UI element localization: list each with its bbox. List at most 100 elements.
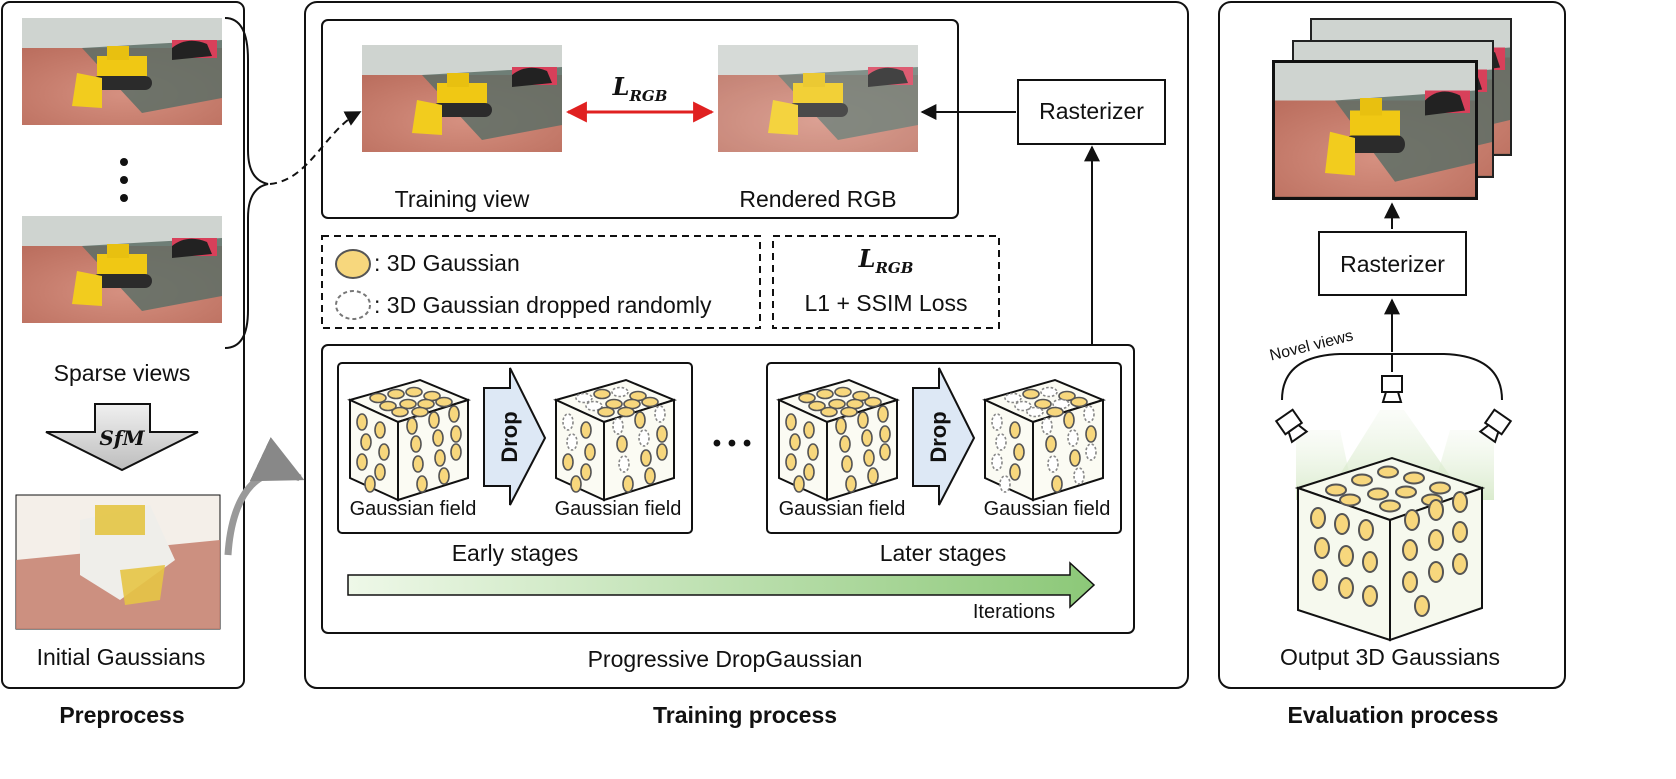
output-gaussian [1452, 521, 1468, 543]
sfm-arrow [45, 403, 199, 472]
drop-arrow-later [912, 367, 976, 506]
gaussian [387, 388, 405, 400]
gaussian-field-label-2: Gaussian field [554, 498, 682, 520]
camera-icon-center [1381, 375, 1403, 403]
evaluation-section-title: Evaluation process [1287, 702, 1499, 728]
output-gaussian [1402, 571, 1418, 593]
output-gaussian [1351, 473, 1373, 487]
output-gaussian [1358, 519, 1374, 541]
dropped-gaussian-legend-icon [335, 290, 371, 320]
gaussian [379, 400, 397, 412]
gaussian [356, 413, 368, 431]
preprocess-panel [1, 1, 245, 689]
drop-label-later: Drop [926, 411, 951, 463]
dropped-gaussian [612, 417, 624, 435]
gaussian [580, 421, 592, 439]
sparse-views-label: Sparse views [53, 360, 191, 386]
gaussian [1051, 475, 1063, 493]
gaussian [1022, 388, 1040, 400]
gaussian [405, 386, 423, 398]
gaussian [841, 455, 853, 473]
gaussian [1063, 411, 1075, 429]
loss-description: L1 + SSIM Loss [804, 290, 968, 316]
gaussian [641, 396, 659, 408]
output-gaussian [1452, 491, 1468, 513]
output-gaussian [1312, 569, 1328, 591]
gaussian [1034, 398, 1052, 410]
gaussian [644, 467, 656, 485]
gaussian-field-cube-2 [555, 379, 675, 501]
iterations-label: Iterations [972, 601, 1056, 623]
gaussian [428, 411, 440, 429]
gaussian [803, 421, 815, 439]
gaussian [816, 388, 834, 400]
gaussian [785, 453, 797, 471]
evaluation-panel [1218, 1, 1566, 689]
dropped-gaussian [1004, 392, 1022, 404]
output-gaussian [1428, 561, 1444, 583]
output-gaussian [1414, 595, 1430, 617]
gaussian [562, 453, 574, 471]
dashed-arrow-to-training-view [269, 111, 362, 185]
gaussian-field-label-3: Gaussian field [778, 498, 906, 520]
loss-symbol: LRGB [858, 244, 914, 277]
gaussian [391, 406, 409, 418]
gaussian [839, 435, 851, 453]
dropped-gaussian [1047, 455, 1059, 473]
output-gaussian [1362, 585, 1378, 607]
loss-arrow-label: LRGB [612, 72, 668, 105]
output-gaussian [1310, 507, 1326, 529]
gaussian [369, 392, 387, 404]
gaussian [1013, 443, 1025, 461]
gaussian [1085, 425, 1097, 443]
rendered-rgb-label: Rendered RGB [739, 186, 897, 212]
gaussian [879, 425, 891, 443]
initial-gaussians-image [15, 494, 221, 630]
gaussian [1046, 406, 1064, 418]
legend-box [321, 235, 761, 329]
dropped-gaussian [999, 475, 1011, 493]
training-rasterizer-label: Rasterizer [1039, 98, 1144, 124]
eval-rasterizer-label: Rasterizer [1340, 251, 1445, 277]
gaussian [840, 406, 858, 418]
output-gaussian [1429, 481, 1451, 495]
output-gaussians-label: Output 3D Gaussians [1280, 644, 1500, 670]
output-gaussian [1452, 553, 1468, 575]
output-gaussian [1338, 545, 1354, 567]
progressive-dropgaussian-label: Progressive DropGaussian [587, 646, 863, 672]
gaussian [803, 463, 815, 481]
gaussian [378, 443, 390, 461]
gaussian [411, 406, 429, 418]
gaussian [807, 443, 819, 461]
output-gaussian [1403, 471, 1425, 485]
gaussian [374, 463, 386, 481]
gaussian [406, 417, 418, 435]
gaussian-field-label-4: Gaussian field [983, 498, 1111, 520]
gaussian [845, 475, 857, 493]
gaussian [412, 455, 424, 473]
output-gaussian [1338, 577, 1354, 599]
legend-gaussian-text: : 3D Gaussian [374, 250, 520, 276]
output-gaussian [1402, 539, 1418, 561]
dropped-gaussian [991, 413, 1003, 431]
gaussian [416, 475, 428, 493]
initial-gaussians-label: Initial Gaussians [36, 644, 206, 670]
early-stages-box [337, 362, 693, 534]
gaussian [584, 443, 596, 461]
gaussian [434, 449, 446, 467]
dropped-gaussian [995, 433, 1007, 451]
gaussian [450, 425, 462, 443]
later-stages-box [766, 362, 1122, 534]
gaussian [448, 405, 460, 423]
gaussian [356, 453, 368, 471]
gaussian [640, 449, 652, 467]
training-panel [304, 1, 1189, 689]
gaussian [808, 400, 826, 412]
gaussian [364, 475, 376, 493]
gaussian [374, 421, 386, 439]
output-gaussian [1404, 509, 1420, 531]
gaussian-legend-icon [335, 249, 371, 279]
gaussian [877, 405, 889, 423]
output-gaussian [1362, 551, 1378, 573]
